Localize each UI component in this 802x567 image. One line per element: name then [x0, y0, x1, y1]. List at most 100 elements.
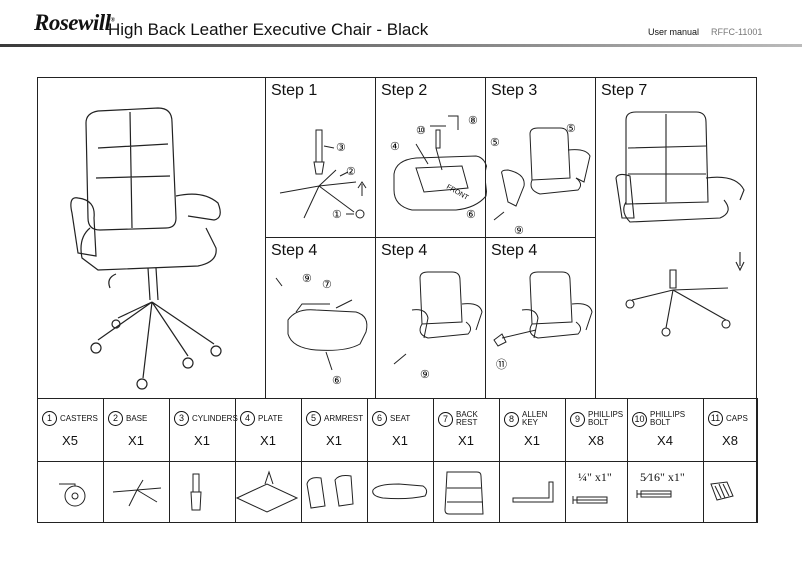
- part-quantity-3: X1: [194, 433, 210, 448]
- part-name: ARMREST: [324, 413, 364, 423]
- part-name: PLATE: [258, 413, 283, 423]
- part-cell-10: [627, 398, 704, 462]
- assembled-chair-panel: [37, 77, 266, 399]
- callout-9: ⑨: [420, 369, 430, 381]
- step-7-illustration: [615, 111, 745, 337]
- callout-7: ⑦: [322, 279, 332, 291]
- part-quantity-1: X5: [62, 433, 78, 448]
- part-number: 7: [438, 411, 453, 427]
- callout-5-left: ⑤: [490, 137, 500, 149]
- part-cell-7: [433, 398, 500, 462]
- part-quantity-9: X8: [588, 433, 604, 448]
- part-number: 2: [108, 411, 123, 426]
- part-number: 8: [504, 411, 519, 427]
- step-3-illustration: ⑤ ⑤ ⑨: [490, 123, 591, 237]
- armrest-icon: [306, 475, 354, 509]
- brand-logo: Rosewill®: [34, 10, 115, 35]
- part-cell-6: [367, 398, 434, 462]
- caster-icon: [59, 483, 86, 507]
- step-1-label: Step 1: [271, 82, 318, 99]
- part-cell-11: [703, 398, 758, 462]
- callout-2: ②: [346, 166, 356, 178]
- step-2-illustration: ⑩ ⑧ ④ ⑥ FRONT: [390, 115, 487, 221]
- part-name: PHILLIPS BOLT: [650, 410, 686, 427]
- callout-1: ①: [332, 209, 342, 221]
- part-cell-3: [169, 398, 236, 462]
- part-name: ALLEN KEY: [522, 410, 548, 427]
- bolt-10-size: 5⁄16" x1": [640, 470, 685, 484]
- part-name: CYLINDERS: [192, 413, 238, 423]
- front-label: FRONT: [445, 184, 470, 202]
- step-4b-panel: Step 4 ⑨: [375, 237, 486, 399]
- callout-3: ③: [336, 142, 346, 154]
- callout-6: ⑥: [332, 375, 342, 387]
- part-number: 6: [372, 411, 387, 426]
- bolt-9-size: ¼" x1": [578, 470, 612, 484]
- model-number: RFFC-11001: [711, 27, 763, 37]
- callout-6: ⑥: [466, 209, 476, 221]
- bolt-9-icon: [572, 496, 608, 504]
- part-number: 10: [632, 411, 647, 427]
- callout-11: ⑪: [496, 358, 507, 371]
- part-name: CAPS: [726, 413, 748, 423]
- step-2-label: Step 2: [381, 82, 428, 99]
- part-name: PHILLIPS BOLT: [588, 410, 624, 427]
- header-rule: [0, 44, 802, 47]
- part-number: 3: [174, 411, 189, 426]
- part-number: 5: [306, 411, 321, 426]
- allen-key-icon: [512, 481, 554, 503]
- callout-9: ⑨: [302, 273, 312, 285]
- part-cell-1: [37, 398, 104, 462]
- step-4b-label: Step 4: [381, 242, 428, 259]
- step-4c-label: Step 4: [491, 242, 538, 259]
- part-quantity-2: X1: [128, 433, 144, 448]
- step-4b-illustration: ⑨: [393, 271, 483, 381]
- step-4c-panel: Step 4 ⑪: [485, 237, 596, 399]
- part-quantity-10: X4: [657, 433, 673, 448]
- step-4a-illustration: ⑨ ⑦ ⑥: [275, 273, 368, 387]
- part-cell-8: [499, 398, 566, 462]
- plate-icon: [235, 470, 299, 513]
- part-number: 11: [708, 411, 723, 426]
- backrest-icon: [444, 471, 484, 515]
- step-4a-label: Step 4: [271, 242, 318, 259]
- assembled-chair-illustration: [70, 107, 222, 390]
- callout-5-right: ⑤: [566, 123, 576, 135]
- part-name: BACK REST: [456, 410, 478, 427]
- step-4c-illustration: ⑪: [493, 271, 593, 371]
- part-cell-4: [235, 398, 302, 462]
- part-cell-5: [301, 398, 368, 462]
- callout-8: ⑧: [468, 115, 478, 127]
- step-7-panel: Step 7: [595, 77, 757, 399]
- step-4a-panel: Step 4 ⑨ ⑦ ⑥: [265, 237, 376, 399]
- step-7-label: Step 7: [601, 82, 648, 99]
- parts-pictures: [59, 470, 734, 515]
- step-1-illustration: ③ ② ①: [279, 129, 367, 221]
- seat-icon: [372, 483, 428, 500]
- bolt-10-icon: [636, 490, 672, 498]
- document-title: High Back Leather Executive Chair - Blac…: [108, 20, 429, 39]
- part-name: CASTERS: [60, 413, 98, 423]
- part-number: 4: [240, 411, 255, 426]
- callout-4: ④: [390, 141, 400, 153]
- part-number: 9: [570, 411, 585, 427]
- part-name: BASE: [126, 413, 148, 423]
- part-quantity-4: X1: [260, 433, 276, 448]
- callout-10: ⑩: [416, 125, 426, 137]
- part-name: SEAT: [390, 413, 411, 423]
- manual-label: User manual: [648, 27, 700, 37]
- step-1-panel: Step 1 ③ ② ①: [265, 77, 376, 238]
- step-3-panel: Step 3 ⑤ ⑤ ⑨: [485, 77, 596, 238]
- part-picture-cell-11: [703, 461, 758, 523]
- part-cell-2: [103, 398, 170, 462]
- step-2-panel: Step 2 ⑩ ⑧ ④ ⑥ FRONT: [375, 77, 487, 238]
- part-quantity-8: X1: [524, 433, 540, 448]
